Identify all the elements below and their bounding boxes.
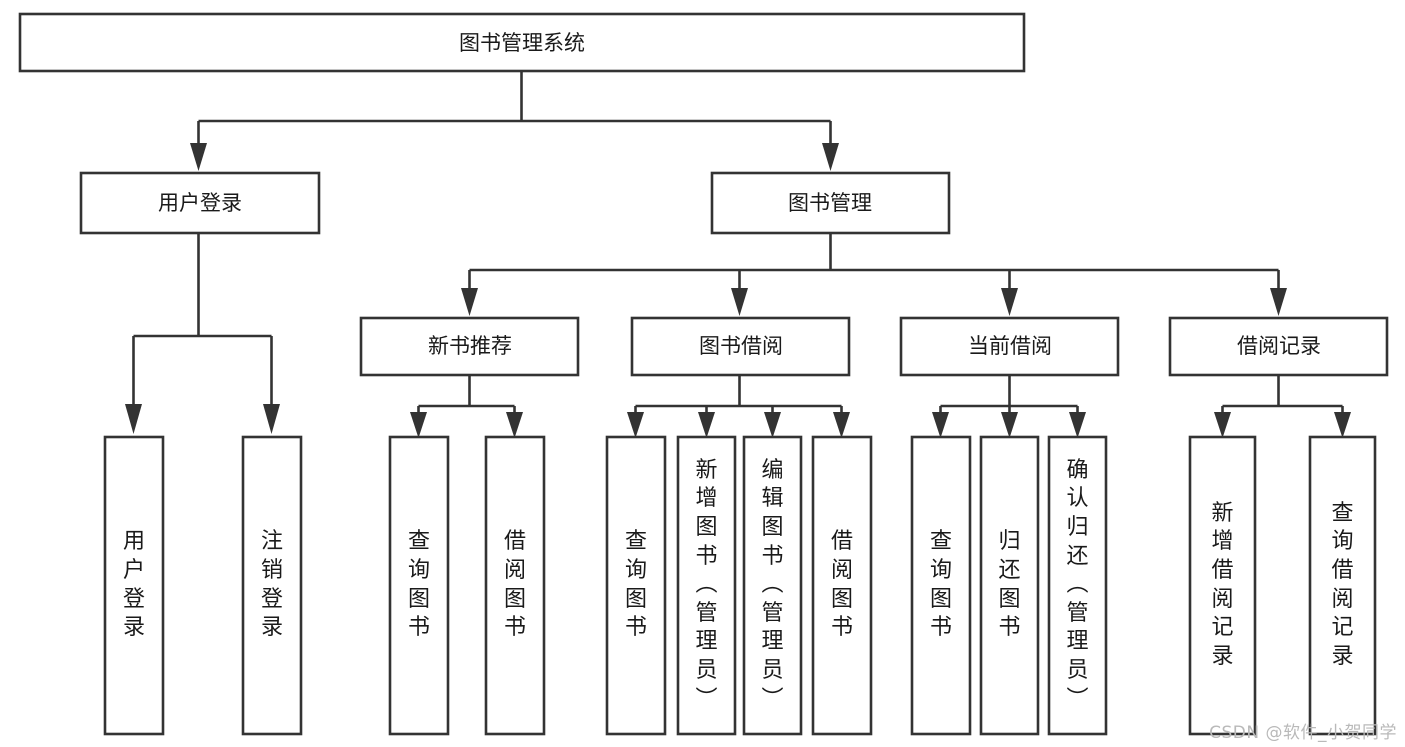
node-leaf-add-record[interactable]	[1188, 435, 1257, 736]
node-leaf-borrow-book-2-box[interactable]	[811, 435, 873, 736]
node-leaf-add-book-box[interactable]	[676, 435, 737, 736]
node-leaf-query-record[interactable]	[1308, 435, 1377, 736]
node-leaf-user-login-box[interactable]	[103, 435, 165, 736]
node-leaf-confirm-return-box[interactable]	[1047, 435, 1108, 736]
arrow-head-leaf-confirm-return	[1069, 412, 1086, 438]
node-leaf-borrow-book-1-box[interactable]	[484, 435, 546, 736]
node-leaf-user-login[interactable]	[103, 435, 165, 736]
node-leaf-query-book-2[interactable]	[605, 435, 667, 736]
node-leaf-query-record-box[interactable]	[1308, 435, 1377, 736]
arrow-head-leaf-query-book-1	[410, 412, 427, 438]
node-borrow-record[interactable]: 借阅记录	[1168, 316, 1389, 377]
node-leaf-edit-book-box[interactable]	[742, 435, 803, 736]
node-book-manage[interactable]: 图书管理	[710, 171, 951, 235]
node-new-book-recommend-box[interactable]	[359, 316, 580, 377]
arrow-head-new-book-recommend	[461, 288, 478, 316]
node-new-book-recommend-label: 新书推荐	[428, 334, 512, 358]
node-leaf-return-book[interactable]	[979, 435, 1040, 736]
node-leaf-query-book-1[interactable]	[388, 435, 450, 736]
node-leaf-query-book-3[interactable]	[910, 435, 972, 736]
node-current-borrow[interactable]: 当前借阅	[899, 316, 1120, 377]
node-borrow-record-label: 借阅记录	[1237, 334, 1321, 358]
node-user-login-label: 用户登录	[158, 191, 242, 215]
arrow-head-leaf-add-book	[698, 412, 715, 438]
arrow-head-leaf-user-logout	[263, 404, 280, 434]
node-leaf-query-book-2-box[interactable]	[605, 435, 667, 736]
node-root-box[interactable]	[18, 12, 1026, 73]
node-current-borrow-box[interactable]	[899, 316, 1120, 377]
node-leaf-return-book-box[interactable]	[979, 435, 1040, 736]
arrow-head-leaf-add-record	[1214, 412, 1231, 438]
node-root[interactable]: 图书管理系统	[18, 12, 1026, 73]
arrow-head-current-borrow	[1001, 288, 1018, 316]
node-leaf-add-record-box[interactable]	[1188, 435, 1257, 736]
connector-layer	[125, 71, 1351, 438]
arrow-head-leaf-query-book-2	[627, 412, 644, 438]
arrow-head-book-manage	[822, 143, 839, 171]
arrow-head-user-login	[190, 143, 207, 171]
node-leaf-add-book[interactable]	[676, 435, 737, 736]
arrow-head-leaf-borrow-book-2	[833, 412, 850, 438]
node-leaf-query-book-1-box[interactable]	[388, 435, 450, 736]
arrow-head-leaf-return-book	[1001, 412, 1018, 438]
node-current-borrow-label: 当前借阅	[968, 334, 1052, 358]
node-leaf-confirm-return[interactable]	[1047, 435, 1108, 736]
node-leaf-user-logout[interactable]	[241, 435, 303, 736]
node-book-manage-label: 图书管理	[788, 191, 872, 215]
arrow-head-leaf-borrow-book-1	[506, 412, 523, 438]
node-leaf-query-book-3-box[interactable]	[910, 435, 972, 736]
node-user-login-box[interactable]	[79, 171, 321, 235]
arrow-head-leaf-query-record	[1334, 412, 1351, 438]
node-book-manage-box[interactable]	[710, 171, 951, 235]
node-book-borrow-label: 图书借阅	[699, 334, 783, 358]
node-user-login[interactable]: 用户登录	[79, 171, 321, 235]
arrow-head-borrow-record	[1270, 288, 1287, 316]
node-borrow-record-box[interactable]	[1168, 316, 1389, 377]
arrow-head-book-borrow	[731, 288, 748, 316]
node-leaf-user-logout-box[interactable]	[241, 435, 303, 736]
node-new-book-recommend[interactable]: 新书推荐	[359, 316, 580, 377]
node-leaf-borrow-book-1[interactable]	[484, 435, 546, 736]
node-root-label: 图书管理系统	[459, 31, 585, 55]
node-book-borrow-box[interactable]	[630, 316, 851, 377]
node-leaf-borrow-book-2[interactable]	[811, 435, 873, 736]
arrow-head-leaf-query-book-3	[932, 412, 949, 438]
arrow-head-leaf-edit-book	[764, 412, 781, 438]
arrow-head-leaf-user-login	[125, 404, 142, 434]
node-leaf-edit-book[interactable]	[742, 435, 803, 736]
node-book-borrow[interactable]: 图书借阅	[630, 316, 851, 377]
